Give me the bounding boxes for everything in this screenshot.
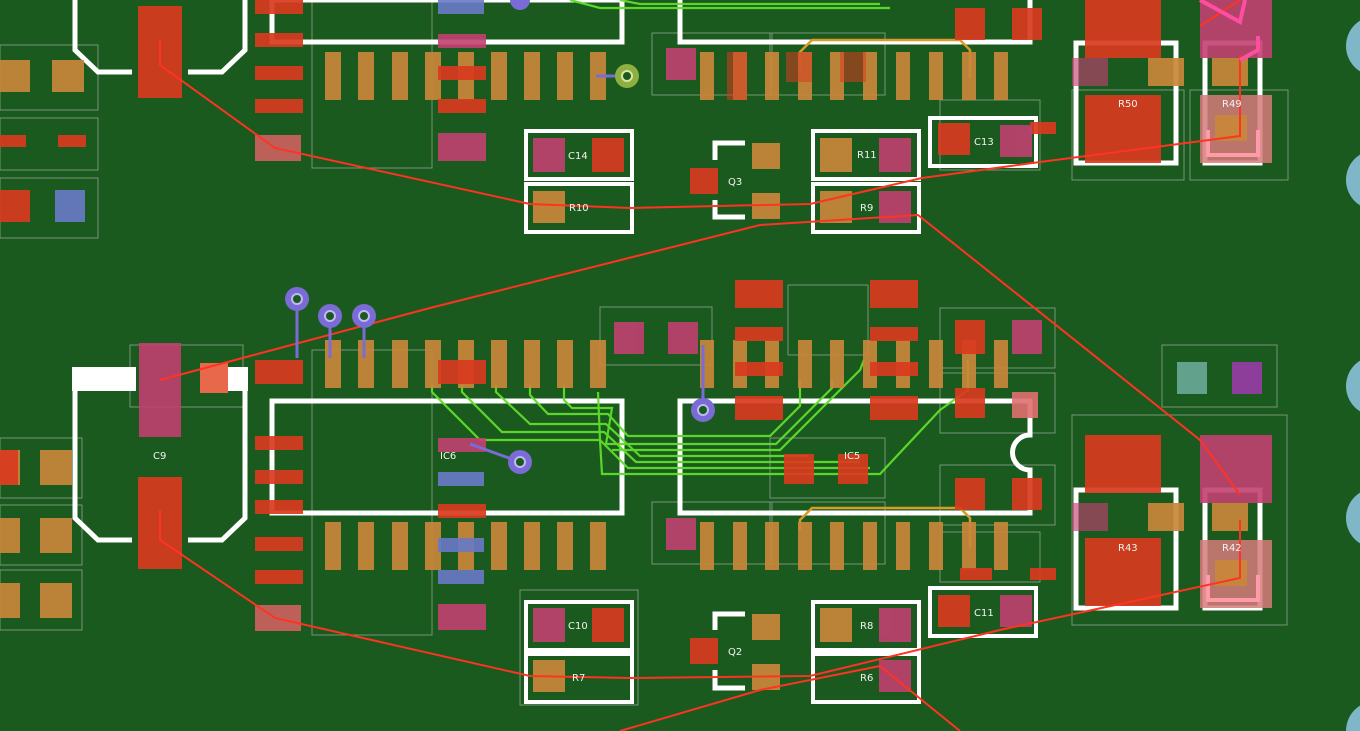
ref-R6[interactable]: R6 xyxy=(860,673,873,684)
silkscreen xyxy=(72,0,1263,691)
ref-R50[interactable]: R50 xyxy=(1118,99,1138,110)
ref-Q2[interactable]: Q2 xyxy=(728,647,742,658)
silk-bar xyxy=(72,367,136,391)
vias xyxy=(285,0,715,474)
ref-C13[interactable]: C13 xyxy=(974,137,994,148)
top-traces xyxy=(159,0,1241,731)
silk-bar xyxy=(228,367,248,391)
ref-R9[interactable]: R9 xyxy=(860,203,873,214)
ref-IC6[interactable]: IC6 xyxy=(440,451,456,462)
ref-R49[interactable]: R49 xyxy=(1222,99,1242,110)
ref-Q3[interactable]: Q3 xyxy=(728,177,742,188)
silkscreen-thin xyxy=(524,116,1038,704)
ref-R10[interactable]: R10 xyxy=(569,203,589,214)
ref-R42[interactable]: R42 xyxy=(1222,543,1242,554)
ref-C11[interactable]: C11 xyxy=(974,608,994,619)
ref-C14[interactable]: C14 xyxy=(568,151,588,162)
ref-C10[interactable]: C10 xyxy=(568,621,588,632)
ref-C9[interactable]: C9 xyxy=(153,451,166,462)
ref-IC5[interactable]: IC5 xyxy=(844,451,860,462)
board-edge-marks xyxy=(1346,20,1360,731)
ref-R7[interactable]: R7 xyxy=(572,673,585,684)
reference-designators: C14 R10 Q3 R11 R9 C13 R50 R49 C9 IC6 IC5… xyxy=(153,99,1242,684)
pads-blue xyxy=(55,0,1262,584)
pads-top xyxy=(0,0,1161,664)
ref-R11[interactable]: R11 xyxy=(857,150,877,161)
ref-R8[interactable]: R8 xyxy=(860,621,873,632)
ref-R43[interactable]: R43 xyxy=(1118,543,1138,554)
pads-highlight xyxy=(139,0,1272,692)
pink-traces xyxy=(1199,0,1260,62)
